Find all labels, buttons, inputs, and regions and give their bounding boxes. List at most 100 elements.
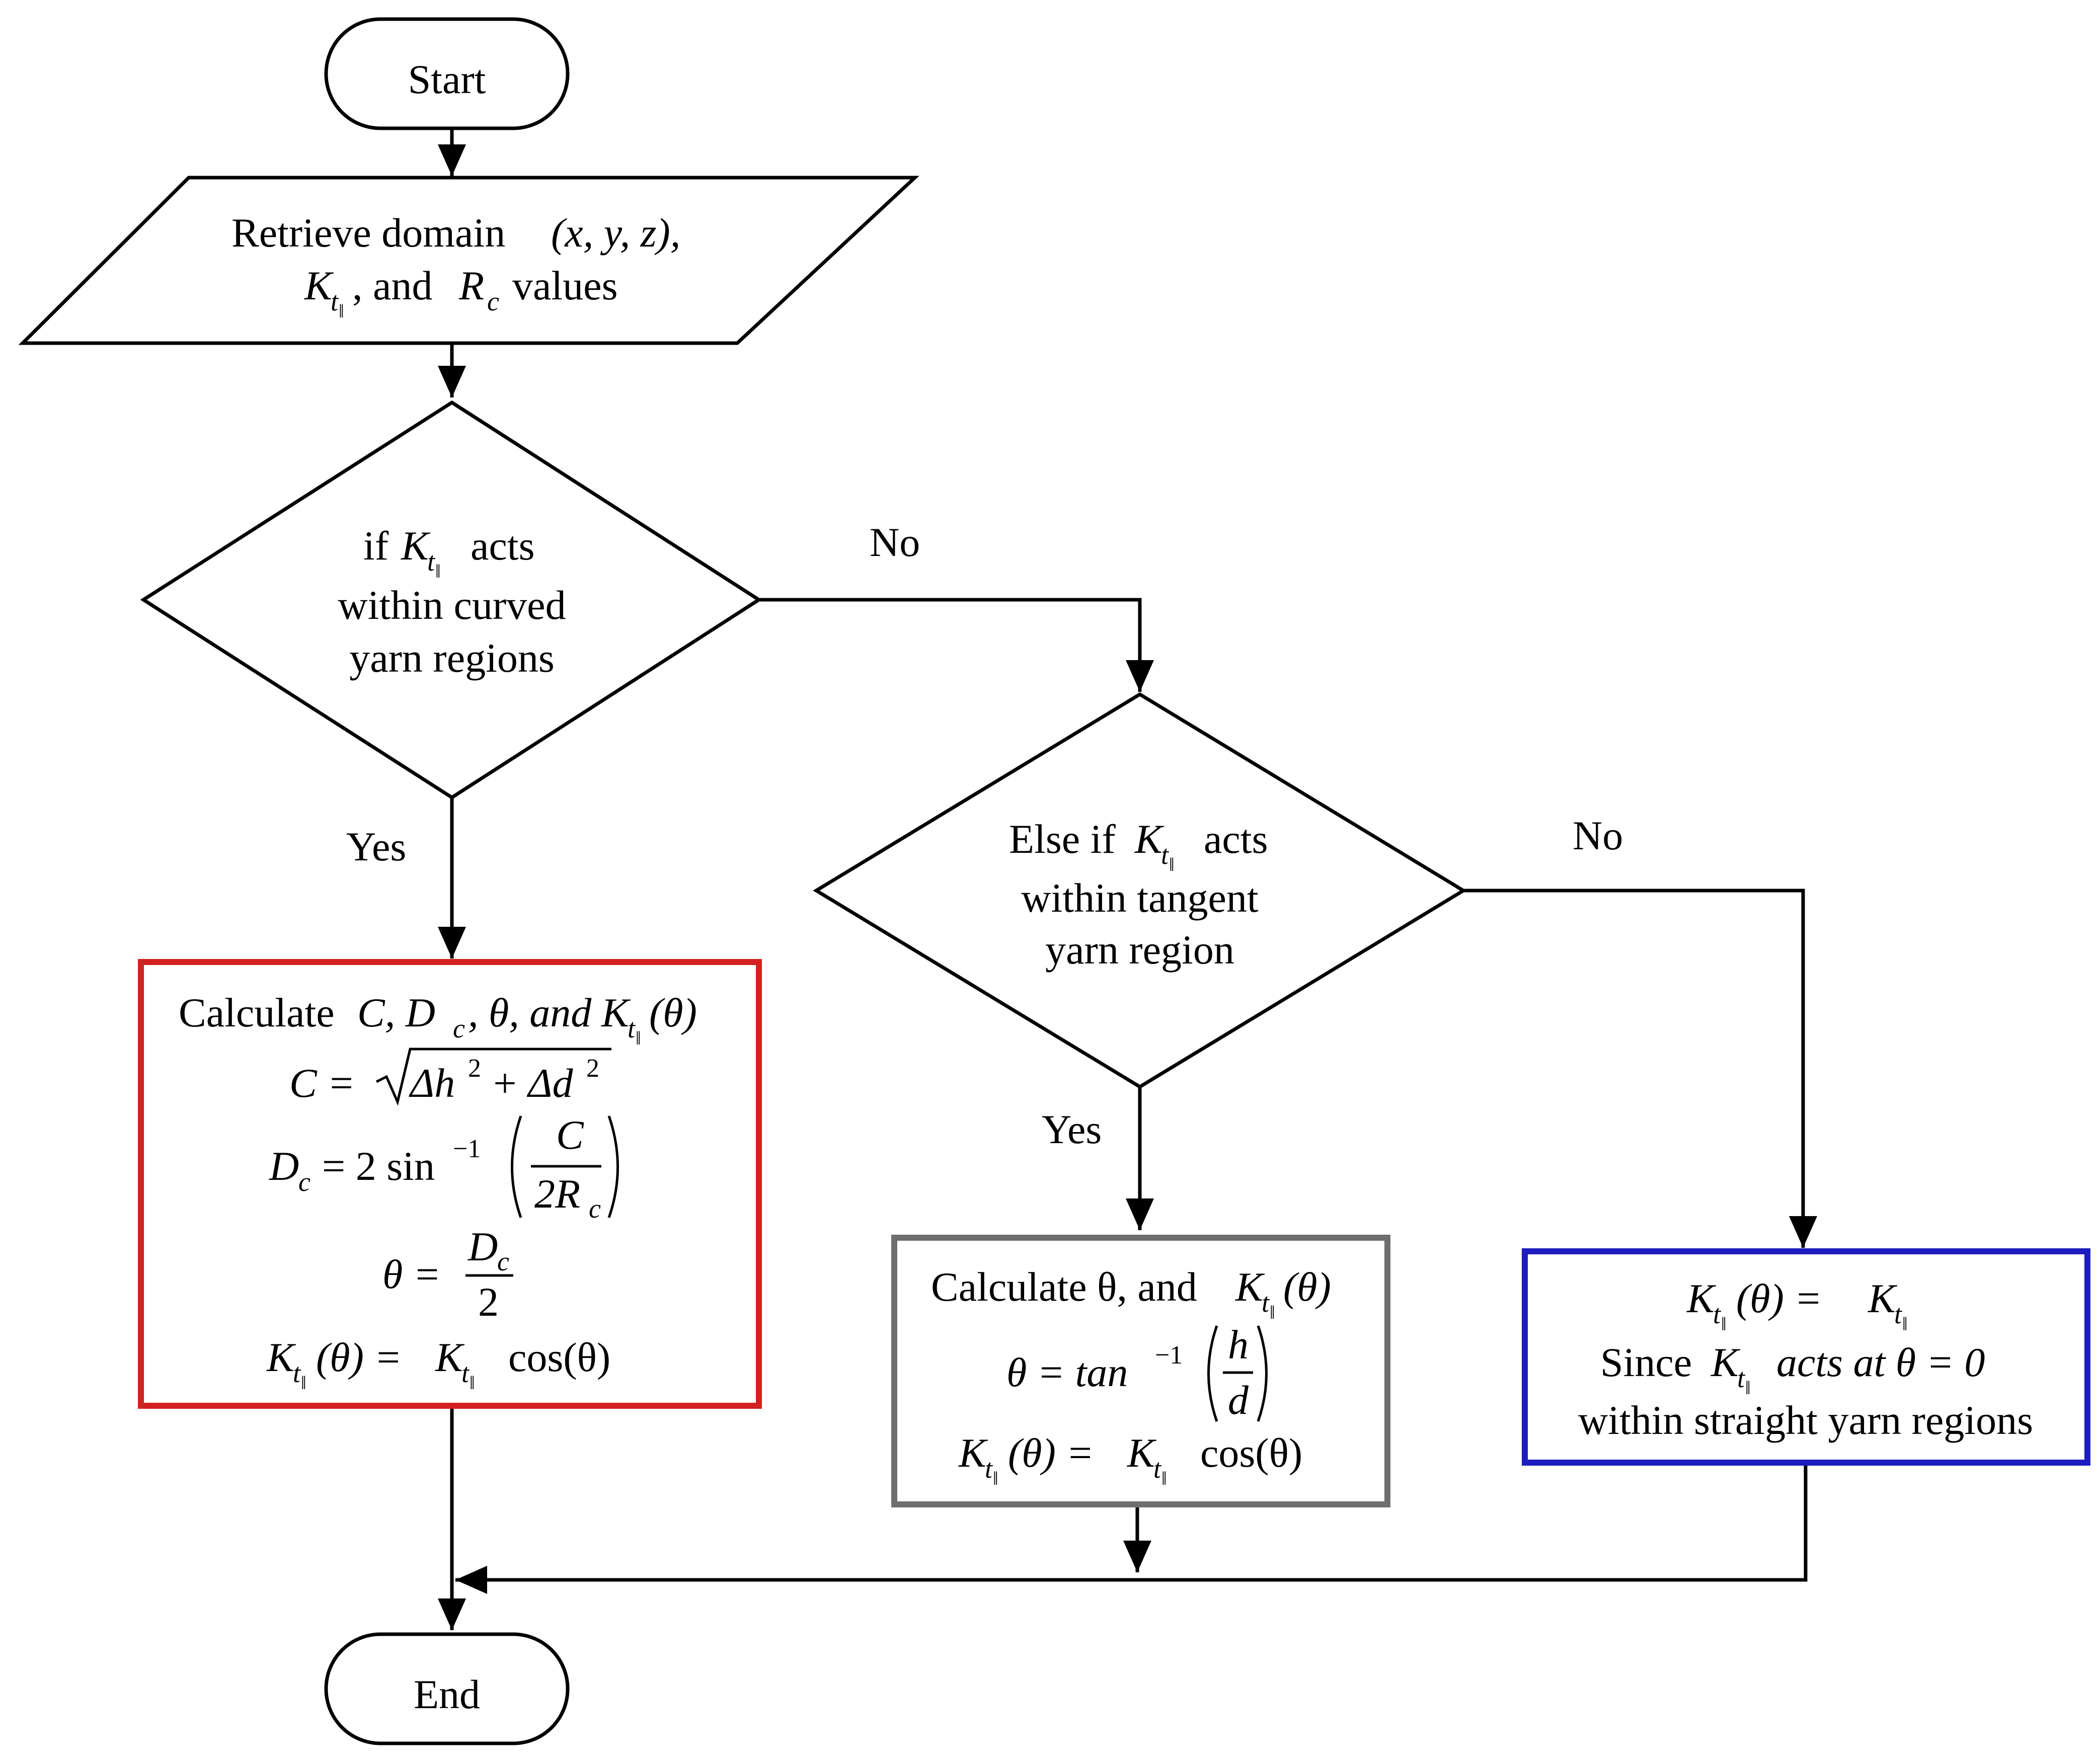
tangent-region-box: Calculate θ, and K t ‖ (θ) θ = tan −1 h …: [891, 1235, 1390, 1507]
svg-text:Since: Since: [1600, 1339, 1692, 1385]
connectors: [438, 128, 1817, 1630]
svg-text:acts: acts: [1204, 816, 1268, 862]
svg-text:c: c: [453, 1013, 465, 1044]
curved-box-eq-theta: θ = D c 2: [382, 1224, 513, 1325]
svg-text:C: C: [556, 1112, 584, 1158]
end-terminal: End: [324, 1632, 570, 1745]
svg-text:, θ, and: , θ, and: [468, 990, 592, 1035]
svg-text:K: K: [435, 1334, 465, 1380]
straight-box-eq: K t ‖ (θ) = K t ‖: [1686, 1275, 1908, 1335]
straight-box-line3: within straight yarn regions: [1578, 1397, 2033, 1443]
svg-text:θ = tan: θ = tan: [1006, 1349, 1128, 1395]
svg-text:Else if: Else if: [1009, 816, 1116, 862]
svg-text:c: c: [487, 286, 499, 316]
svg-text:+ Δd: + Δd: [491, 1060, 573, 1106]
svg-text:K: K: [1235, 1264, 1265, 1310]
svg-text:(θ) =: (θ) =: [316, 1334, 402, 1380]
decision2-shape: [813, 692, 1467, 1089]
tangent-box-frame: [891, 1235, 1390, 1507]
arrow-decision2-no: [1464, 889, 1817, 1248]
curved-region-box: Calculate C, D c , θ, and K t ‖ (θ) C = …: [138, 959, 762, 1409]
curved-box-frame: [138, 959, 762, 1409]
svg-text:2: 2: [478, 1279, 499, 1325]
svg-text:(θ) =: (θ) =: [1736, 1275, 1822, 1321]
svg-text:‖: ‖: [301, 1373, 306, 1394]
svg-text:‖: ‖: [636, 1028, 641, 1049]
straight-box-frame: [1522, 1248, 2090, 1466]
svg-text:t: t: [293, 1358, 301, 1388]
decision1-no-label: No: [870, 519, 920, 565]
svg-text:Calculate: Calculate: [179, 990, 335, 1035]
decision1-shape: [140, 400, 762, 800]
tangent-box-eq-theta: θ = tan −1 h d: [1006, 1322, 1268, 1423]
input-parallelogram: Retrieve domain (x, y, z), K t ‖ , and R…: [18, 176, 919, 345]
svg-text:‖: ‖: [1721, 1314, 1727, 1335]
decision2-no-label: No: [1573, 813, 1623, 858]
decision2-line1: Else if K t ‖ acts: [1009, 816, 1268, 875]
svg-text:−1: −1: [1155, 1341, 1183, 1370]
tangent-box-eq-k: K t ‖ (θ) = K t ‖ cos(θ): [958, 1430, 1302, 1489]
svg-text:acts: acts: [471, 523, 534, 569]
svg-text:R: R: [458, 263, 484, 308]
svg-text:C, D: C, D: [357, 990, 435, 1035]
svg-text:t: t: [1161, 840, 1170, 870]
end-shape: [324, 1632, 570, 1745]
svg-text:t: t: [331, 286, 339, 316]
svg-text:t: t: [1713, 1299, 1722, 1329]
svg-text:‖: ‖: [435, 561, 441, 582]
svg-text:c: c: [298, 1167, 310, 1197]
svg-text:t: t: [427, 546, 436, 577]
svg-text:(θ): (θ): [649, 990, 697, 1035]
svg-text:‖: ‖: [1161, 1468, 1167, 1489]
svg-text:K: K: [1127, 1430, 1157, 1476]
svg-text:K: K: [1686, 1275, 1717, 1321]
svg-text:K: K: [401, 523, 431, 569]
svg-text:Calculate θ, and: Calculate θ, and: [931, 1264, 1197, 1310]
input-coords: (x, y, z),: [551, 210, 680, 256]
curved-box-eq-dc: D c = 2 sin −1 C 2R c: [269, 1112, 619, 1224]
curved-box-eq-k: K t ‖ (θ) = K t ‖ cos(θ): [266, 1334, 610, 1394]
decision2-yes-label: Yes: [1042, 1106, 1102, 1152]
svg-text:−1: −1: [453, 1135, 481, 1163]
svg-text:‖: ‖: [470, 1373, 475, 1394]
svg-text:t: t: [985, 1454, 993, 1484]
svg-text:θ =: θ =: [382, 1251, 441, 1297]
svg-text:h: h: [1228, 1322, 1249, 1368]
svg-text:d: d: [1228, 1377, 1249, 1423]
start-label: Start: [408, 56, 486, 102]
decision1-line3: yarn regions: [349, 635, 555, 681]
svg-text:‖: ‖: [993, 1468, 998, 1489]
svg-text:‖: ‖: [339, 301, 344, 322]
svg-text:D: D: [468, 1224, 498, 1269]
input-shape: [18, 176, 919, 345]
svg-text:t: t: [1894, 1299, 1903, 1329]
svg-text:‖: ‖: [1169, 854, 1175, 875]
curved-box-eq-chord: C = Δh 2 + Δd 2: [289, 1048, 611, 1106]
svg-text:C =: C =: [289, 1060, 355, 1106]
svg-text:t: t: [1262, 1288, 1270, 1318]
input-line2: K t ‖ , and R c values: [304, 263, 617, 322]
arrow-straight-box-to-merge: [455, 1463, 1808, 1594]
svg-text:K: K: [1710, 1339, 1741, 1385]
decision2-line2: within tangent: [1021, 875, 1259, 921]
svg-text:K: K: [958, 1430, 988, 1476]
svg-text:‖: ‖: [1902, 1314, 1908, 1335]
svg-text:if: if: [363, 523, 389, 569]
decision-tangent-region: Else if K t ‖ acts within tangent yarn r…: [813, 692, 1623, 1152]
start-shape: [324, 17, 570, 130]
svg-text:cos(θ): cos(θ): [508, 1334, 610, 1380]
svg-text:t: t: [461, 1358, 470, 1388]
curved-box-title: Calculate C, D c , θ, and K t ‖ (θ): [179, 990, 697, 1049]
straight-box-since: Since K t ‖ acts at θ = 0: [1600, 1339, 1985, 1399]
svg-text:acts at θ = 0: acts at θ = 0: [1776, 1339, 1985, 1385]
decision1-yes-label: Yes: [346, 824, 406, 869]
svg-text:K: K: [266, 1334, 296, 1380]
arrow-decision1-no: [760, 598, 1154, 692]
svg-text:t: t: [1737, 1363, 1746, 1393]
decision1-line1: if K t ‖ acts: [363, 523, 534, 582]
svg-text:t: t: [628, 1013, 636, 1044]
svg-text:K: K: [601, 990, 631, 1035]
svg-text:cos(θ): cos(θ): [1200, 1430, 1302, 1476]
svg-text:, and: , and: [352, 263, 432, 308]
